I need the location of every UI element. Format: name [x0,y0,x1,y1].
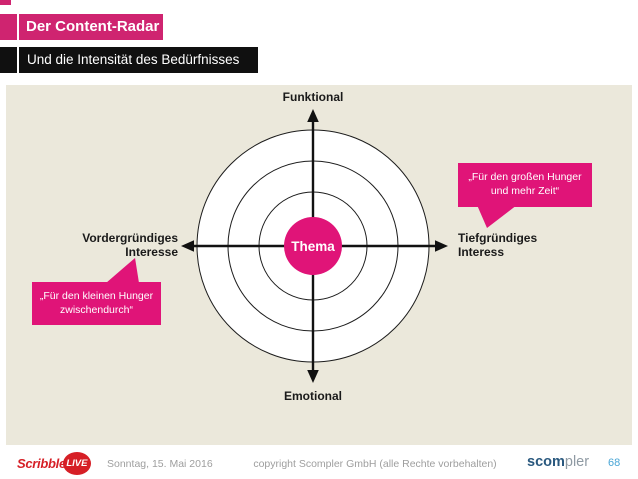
arrow-down-icon [307,370,319,383]
title-bar-divider [17,14,19,40]
thema-circle [284,217,342,275]
speech-bubble-grosser-hunger: „Für den großen Hunger und mehr Zeit“ [458,163,592,207]
scribble-live-badge: LIVE [62,452,91,475]
radar-arrowheads [181,109,448,383]
footer-copyright: copyright Scompler GmbH (alle Rechte vor… [253,458,497,470]
arrow-left-icon [181,240,194,252]
axis-label-vordergruendiges-interesse: Vordergründiges Interesse [82,231,178,260]
axis-label-funktional: Funktional [282,90,344,104]
slide-footer: Scribble LIVE Sonntag, 15. Mai 2016 copy… [0,445,638,479]
radar-center: Thema [284,217,342,275]
slide-title: Der Content-Radar [26,18,160,35]
slide-title-bar: Der Content-Radar [0,14,163,40]
slide-subtitle-bar: Und die Intensität des Bedürfnisses [0,47,258,73]
axis-label-emotional: Emotional [283,389,343,403]
subtitle-bar-divider [17,47,19,73]
thema-label: Thema [291,239,335,254]
scompler-logo: scompler [527,454,589,470]
footer-date: Sonntag, 15. Mai 2016 [107,458,213,470]
arrow-right-icon [435,240,448,252]
page-number: 68 [608,457,621,469]
scompler-logo-bold: scom [527,454,565,470]
scompler-logo-light: pler [564,454,590,470]
scribblelive-logo: Scribble LIVE [17,452,91,475]
arrow-up-icon [307,109,319,122]
scribble-logo-text: Scribble [17,456,66,471]
speech-bubble-kleiner-hunger: „Für den kleinen Hunger zwischendurch“ [32,282,161,325]
slide-subtitle: Und die Intensität des Bedürfnisses [27,52,240,67]
header-accent-square [0,0,11,5]
axis-label-tiefgruendiges-interess: Tiefgründiges Interess [458,231,538,260]
